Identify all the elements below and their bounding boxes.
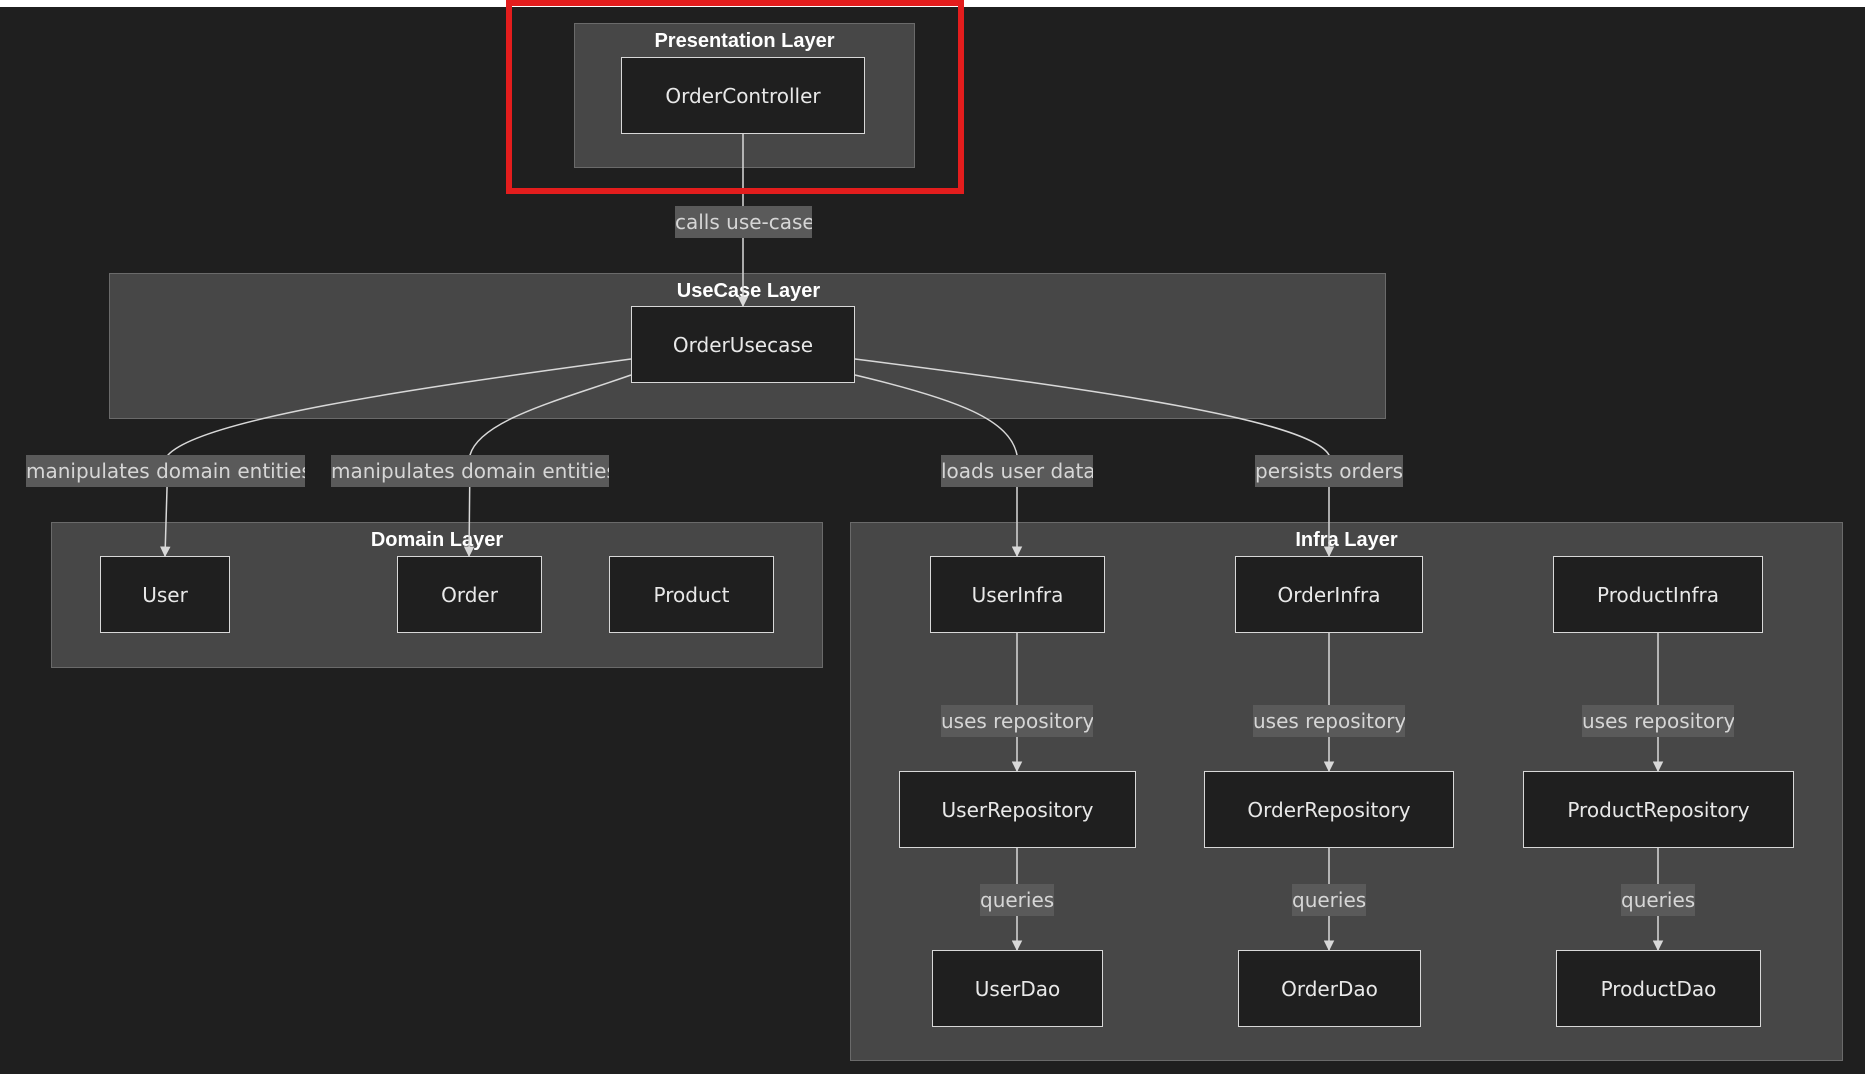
- edge-label-order-uses-repository: uses repository: [1253, 705, 1405, 737]
- edge-label-product-uses-repository: uses repository: [1582, 705, 1734, 737]
- edge-label-loads-user: loads user data: [941, 455, 1093, 487]
- edge-label-calls-usecase: calls use-case: [675, 206, 812, 238]
- top-strip: [0, 0, 1865, 7]
- node-order[interactable]: Order: [397, 556, 542, 633]
- node-order-repository[interactable]: OrderRepository: [1204, 771, 1454, 848]
- node-product-repository[interactable]: ProductRepository: [1523, 771, 1794, 848]
- edge-label-manipulates-order: manipulates domain entities: [331, 455, 609, 487]
- node-product-infra[interactable]: ProductInfra: [1553, 556, 1763, 633]
- edge-label-persists-orders: persists orders: [1255, 455, 1403, 487]
- node-product[interactable]: Product: [609, 556, 774, 633]
- edge-label-manipulates-user: manipulates domain entities: [26, 455, 305, 487]
- edge-label-user-uses-repository: uses repository: [941, 705, 1093, 737]
- node-order-usecase[interactable]: OrderUsecase: [631, 306, 855, 383]
- usecase-layer-title: UseCase Layer: [676, 280, 821, 302]
- infra-layer-title: Infra Layer: [1295, 529, 1398, 551]
- edge-label-product-queries: queries: [1621, 884, 1695, 916]
- node-order-dao[interactable]: OrderDao: [1238, 950, 1421, 1027]
- presentation-layer-title: Presentation Layer: [654, 30, 835, 52]
- node-user-repository[interactable]: UserRepository: [899, 771, 1136, 848]
- node-user[interactable]: User: [100, 556, 230, 633]
- node-product-dao[interactable]: ProductDao: [1556, 950, 1761, 1027]
- node-order-infra[interactable]: OrderInfra: [1235, 556, 1423, 633]
- node-user-dao[interactable]: UserDao: [932, 950, 1103, 1027]
- edge-label-user-queries: queries: [980, 884, 1054, 916]
- node-order-controller[interactable]: OrderController: [621, 57, 865, 134]
- domain-layer-title: Domain Layer: [370, 529, 504, 551]
- edge-label-order-queries: queries: [1292, 884, 1366, 916]
- node-user-infra[interactable]: UserInfra: [930, 556, 1105, 633]
